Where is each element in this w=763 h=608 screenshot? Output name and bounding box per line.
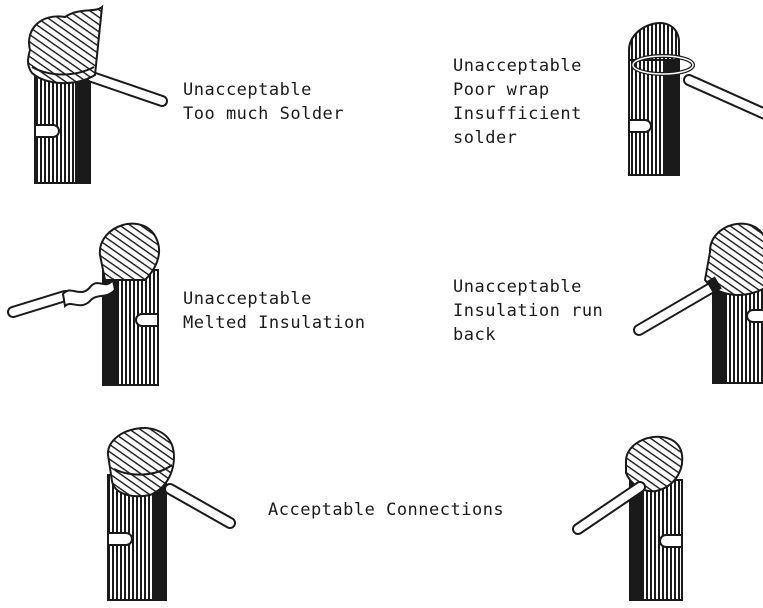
caption-line: Unacceptable [183,287,366,311]
terminal-insulation-run-back-illustration [625,210,763,385]
caption-line: Unacceptable [453,275,603,299]
acceptable-connections-label: Acceptable Connections [268,498,504,522]
caption-line: solder [453,126,582,150]
caption-too-much-solder: Unacceptable Too much Solder [183,78,344,126]
caption-line: Too much Solder [183,102,344,126]
caption-insulation-run-back: Unacceptable Insulation run back [453,275,603,347]
terminal-acceptable-right-illustration [570,425,700,603]
terminal-acceptable-left-illustration [100,415,240,603]
caption-poor-wrap: Unacceptable Poor wrap Insufficient sold… [453,54,582,150]
caption-line: Unacceptable [453,54,582,78]
terminal-melted-insulation-illustration [5,210,170,388]
caption-line: Poor wrap [453,78,582,102]
caption-line: Unacceptable [183,78,344,102]
caption-line: Melted Insulation [183,311,366,335]
terminal-too-much-solder-illustration [20,5,170,185]
terminal-poor-wrap-illustration [615,10,763,180]
caption-line: Insulation run [453,299,603,323]
caption-melted-insulation: Unacceptable Melted Insulation [183,287,366,335]
caption-line: back [453,323,603,347]
caption-line: Insufficient [453,102,582,126]
